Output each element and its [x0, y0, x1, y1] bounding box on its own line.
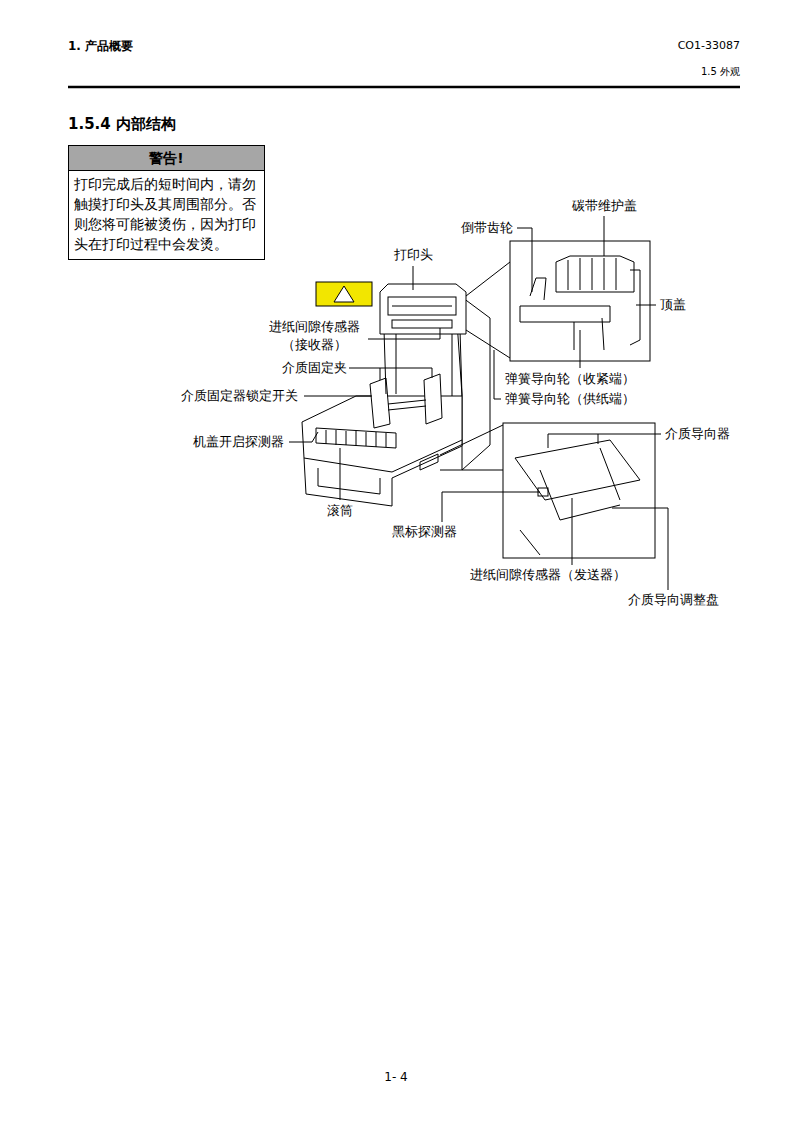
side-slot [420, 454, 438, 470]
leader-line [494, 350, 501, 399]
leader-line [517, 228, 532, 292]
lid-arms [384, 330, 462, 396]
print-head [388, 297, 456, 315]
leader-line [368, 328, 440, 339]
media-holder [424, 374, 442, 424]
section-title: 1.5.4 内部结构 [68, 115, 176, 133]
leader-line [442, 492, 540, 522]
inset-link [440, 262, 510, 470]
leader-line [304, 396, 372, 397]
leader-line [572, 498, 573, 565]
part-label: 弹簧导向轮（供纸端） [505, 390, 635, 408]
leader-line [636, 305, 656, 306]
leader-line [548, 434, 661, 448]
chapter-heading: 1. 产品概要 [68, 37, 133, 55]
print-head-line [392, 306, 452, 307]
leader-line [604, 216, 605, 256]
media-holder [370, 378, 390, 428]
part-label: 打印头 [394, 246, 433, 264]
part-label: 机盖开启探测器 [193, 433, 284, 451]
warning-heading: 警告! [69, 146, 264, 171]
media-guide-detail [515, 440, 640, 555]
inset-detail [574, 270, 640, 350]
part-label: 介质导向调整盘 [628, 591, 719, 609]
part-label: 碳带维护盖 [572, 197, 637, 215]
warning-text: 打印完成后的短时间内，请勿触摸打印头及其周围部分。否则您将可能被烫伤，因为打印头… [69, 171, 264, 259]
warning-icon [334, 286, 354, 302]
part-label: 进纸间隙传感器（发送器） [470, 566, 626, 584]
sensor-bar [392, 320, 452, 328]
doc-number: CO1-33087 [678, 37, 740, 55]
leader-line [580, 330, 581, 368]
part-label: 倒带齿轮 [461, 219, 513, 237]
part-label: 进纸间隙传感器 （接收器） [264, 318, 364, 354]
leader-line [349, 368, 432, 380]
leader-line [413, 266, 414, 290]
header-rule [68, 86, 740, 89]
leader-line [289, 432, 318, 442]
part-label: 滚筒 [327, 502, 353, 520]
part-label: 介质固定器锁定开关 [181, 387, 298, 405]
media-shaft [388, 400, 426, 404]
section-ref: 1.5 外观 [701, 63, 740, 81]
roller-hatch [326, 430, 386, 447]
leader-line [340, 448, 341, 500]
inset-frame [503, 423, 655, 558]
page-number: 1- 4 [384, 1068, 407, 1086]
part-label: 黑标探测器 [392, 523, 457, 541]
part-label: 介质固定夹 [282, 359, 347, 377]
print-head-block [380, 284, 466, 334]
rewind-gear-detail [520, 278, 610, 322]
part-label: 弹簧导向轮（收紧端） [505, 370, 635, 388]
front-panel [318, 468, 380, 494]
warning-box: 警告!打印完成后的短时间内，请勿触摸打印头及其周围部分。否则您将可能被烫伤，因为… [68, 145, 265, 260]
hot-warning-label [316, 282, 372, 306]
media-shaft [388, 406, 426, 410]
platen-roller [316, 428, 396, 448]
ribbon-cover [556, 256, 634, 292]
part-label: 顶盖 [660, 296, 686, 314]
part-label: 介质导向器 [665, 425, 730, 443]
